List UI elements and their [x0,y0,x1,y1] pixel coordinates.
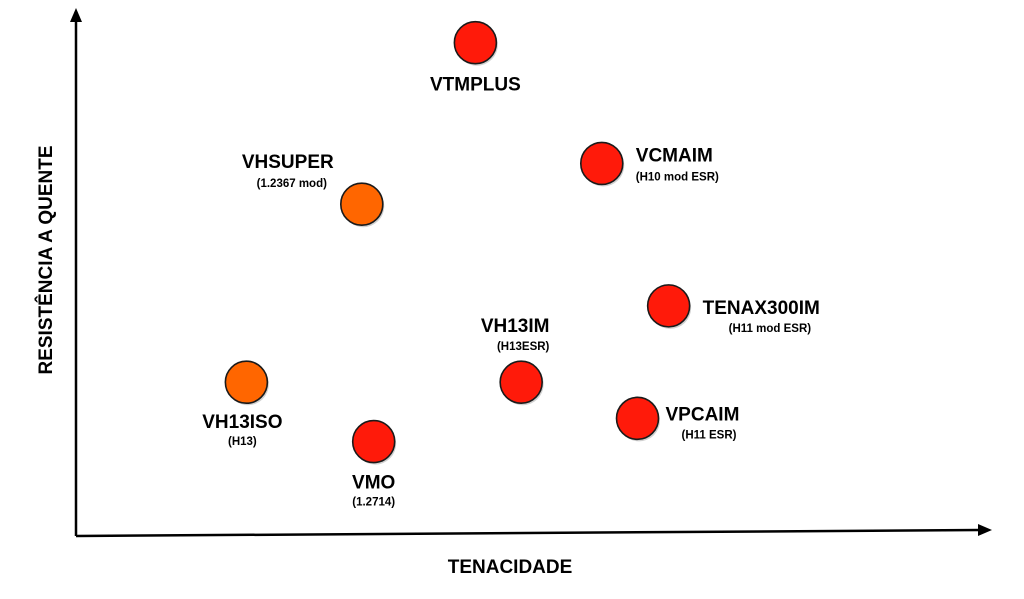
point-sublabel-vmo: (1.2714) [352,497,395,509]
point-sublabel-vh13im: (H13ESR) [497,341,550,353]
point-label-tenax300im: TENAX300IM [703,298,820,319]
point-sublabel-vcmaim: (H10 mod ESR) [636,171,719,183]
data-point-vhsuper: VHSUPER (1.2367 mod) [242,152,385,228]
point-label-vmo: VMO [352,473,395,494]
data-points: VTMPLUS VCMAIM (H10 mod ESR) VHSUPER (1.2367… [202,20,820,509]
x-axis-arrow-icon [978,524,992,536]
data-point-vmo: VMO (1.2714) [351,419,397,509]
marker-tenax300im [646,284,691,328]
marker-vmo [351,419,396,464]
x-axis-label: TENACIDADE [448,557,573,578]
data-point-vh13im: VH13IM (H13ESR) [481,316,550,406]
data-point-tenax300im: TENAX300IM (H11 mod ESR) [646,284,820,335]
point-sublabel-vhsuper: (1.2367 mod) [257,178,327,190]
data-point-vtmplus: VTMPLUS [430,20,521,96]
x-axis-line [75,528,981,538]
data-point-vcmaim: VCMAIM (H10 mod ESR) [579,141,719,187]
y-axis-label: RESISTÊNCIA A QUENTE [35,145,57,374]
marker-vpcaim [615,396,660,441]
data-point-vh13iso: VH13ISO (H13) [202,360,283,448]
point-label-vtmplus: VTMPLUS [430,75,521,96]
point-sublabel-vpcaim: (H11 ESR) [682,429,737,441]
point-sublabel-vh13iso: (H13) [228,436,257,448]
point-label-vh13im: VH13IM [481,316,550,337]
point-label-vhsuper: VHSUPER [242,152,334,173]
point-label-vpcaim: VPCAIM [666,404,740,425]
point-sublabel-tenax300im: (H11 mod ESR) [729,323,812,335]
marker-vh13iso [224,360,269,405]
point-label-vh13iso: VH13ISO [202,412,282,433]
marker-vtmplus [453,20,498,65]
y-axis-arrow-icon [70,8,82,22]
point-label-vcmaim: VCMAIM [636,145,713,166]
data-point-vpcaim: VPCAIM (H11 ESR) [615,396,740,442]
marker-vcmaim [579,141,624,186]
marker-vh13im [499,360,543,405]
marker-vhsuper [339,182,384,227]
